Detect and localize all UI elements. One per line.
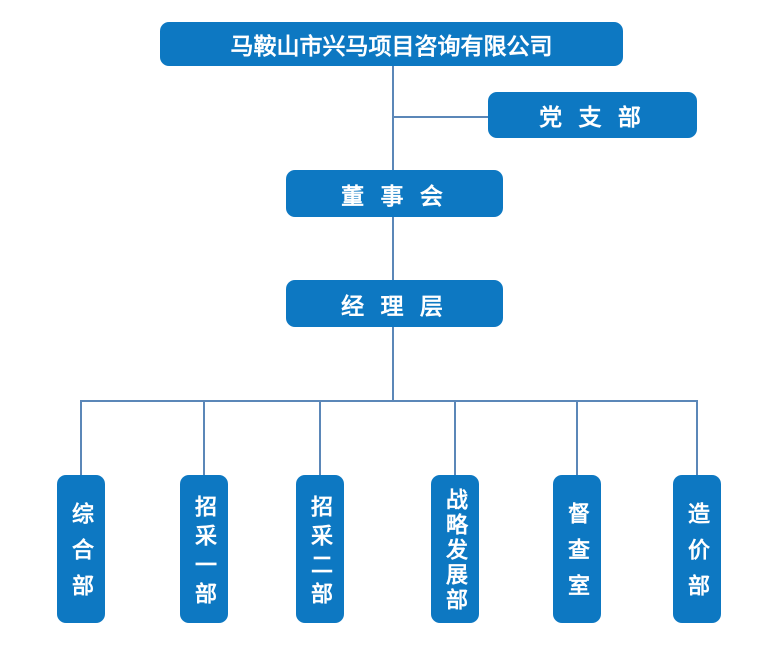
dept-label: 招采一部: [192, 494, 217, 611]
org-node-procurement-dept-2: 招采二部: [296, 475, 344, 623]
dept-label: 综合部: [69, 502, 94, 610]
org-node-party-branch: 党 支 部: [488, 92, 697, 138]
connector-drop-dept-2: [203, 400, 205, 475]
org-node-board-of-directors: 董 事 会: [286, 170, 503, 217]
connector-branch-to-party: [392, 116, 488, 118]
org-node-management-level: 经 理 层: [286, 280, 503, 327]
connector-departments-bus: [80, 400, 698, 402]
dept-label: 招采二部: [308, 494, 333, 611]
org-node-procurement-dept-1: 招采一部: [180, 475, 228, 623]
connector-board-to-management: [392, 217, 394, 280]
org-node-cost-dept: 造价部: [673, 475, 721, 623]
connector-drop-dept-6: [696, 400, 698, 475]
dept-label: 造价部: [685, 502, 710, 610]
connector-management-to-bus: [392, 327, 394, 401]
connector-drop-dept-3: [319, 400, 321, 475]
dept-label: 战略发展部: [443, 488, 468, 613]
connector-drop-dept-5: [576, 400, 578, 475]
org-node-company: 马鞍山市兴马项目咨询有限公司: [160, 22, 623, 66]
dept-label: 督查室: [565, 502, 590, 610]
org-node-general-dept: 综合部: [57, 475, 105, 623]
org-node-supervision-office: 督查室: [553, 475, 601, 623]
connector-drop-dept-4: [454, 400, 456, 475]
org-node-strategic-development-dept: 战略发展部: [431, 475, 479, 623]
connector-drop-dept-1: [80, 400, 82, 475]
